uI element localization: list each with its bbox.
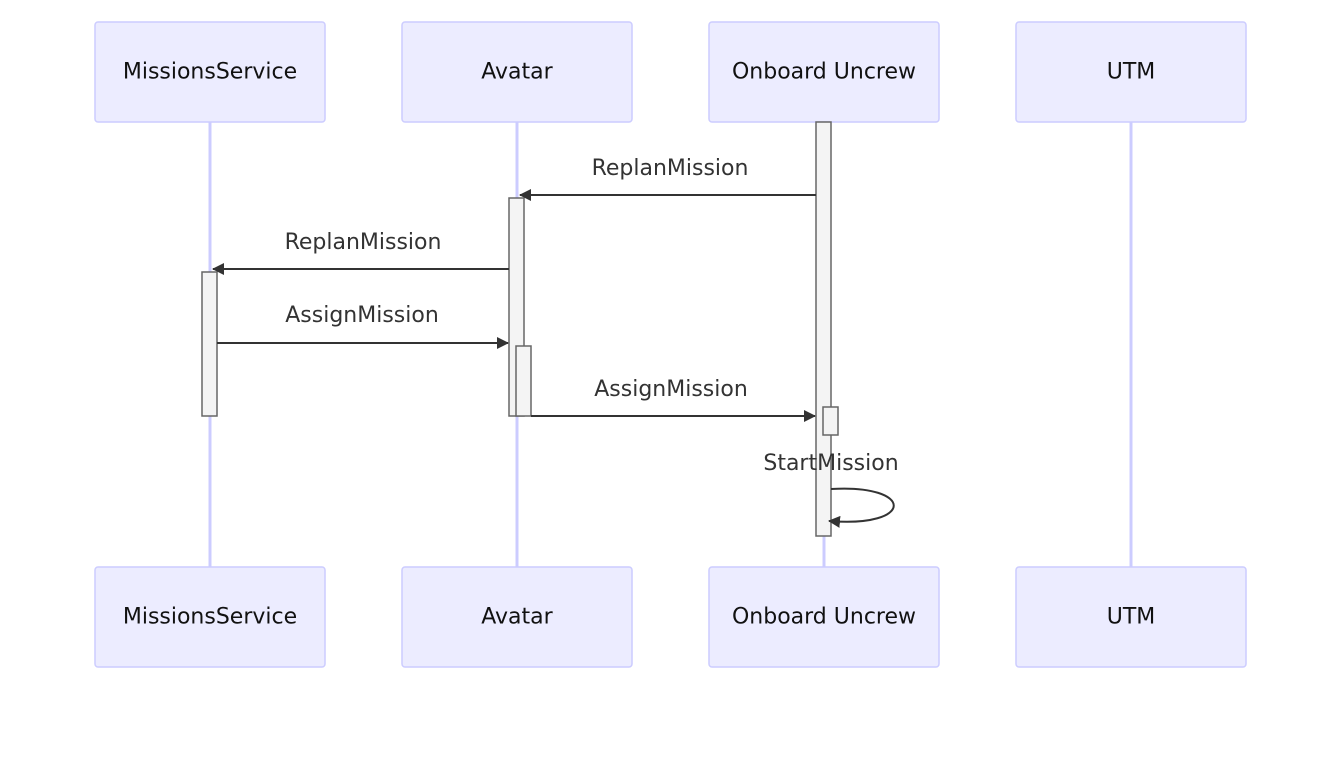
message-assign-mission-1: AssignMission bbox=[217, 303, 509, 349]
actor-label: Onboard Uncrew bbox=[732, 60, 916, 85]
actor-bottom-avatar: Avatar bbox=[401, 566, 633, 668]
message-label: ReplanMission bbox=[592, 156, 749, 181]
actor-label: Avatar bbox=[481, 605, 553, 630]
activation-missions-service bbox=[201, 271, 218, 417]
message-label: AssignMission bbox=[285, 303, 439, 328]
activation-onboard-uncrew-nested bbox=[822, 406, 839, 436]
actor-label: MissionsService bbox=[123, 605, 297, 630]
message-replan-mission-2: ReplanMission bbox=[212, 230, 509, 275]
message-replan-mission-1: ReplanMission bbox=[519, 156, 816, 201]
activation-avatar-nested bbox=[515, 345, 532, 417]
actor-label: Onboard Uncrew bbox=[732, 605, 916, 630]
actor-bottom-utm: UTM bbox=[1015, 566, 1247, 668]
actor-label: UTM bbox=[1107, 60, 1156, 85]
message-start-mission-self: StartMission bbox=[763, 451, 899, 528]
actor-top-avatar: Avatar bbox=[401, 21, 633, 123]
message-assign-mission-2: AssignMission bbox=[531, 377, 816, 422]
actor-bottom-onboard-uncrew: Onboard Uncrew bbox=[708, 566, 940, 668]
message-label: AssignMission bbox=[594, 377, 748, 402]
actor-label: UTM bbox=[1107, 605, 1156, 630]
actor-label: MissionsService bbox=[123, 60, 297, 85]
actor-bottom-missions-service: MissionsService bbox=[94, 566, 326, 668]
actor-top-onboard-uncrew: Onboard Uncrew bbox=[708, 21, 940, 123]
actor-top-missions-service: MissionsService bbox=[94, 21, 326, 123]
message-label: ReplanMission bbox=[285, 230, 442, 255]
actor-top-utm: UTM bbox=[1015, 21, 1247, 123]
actor-label: Avatar bbox=[481, 60, 553, 85]
message-label: StartMission bbox=[763, 451, 898, 476]
